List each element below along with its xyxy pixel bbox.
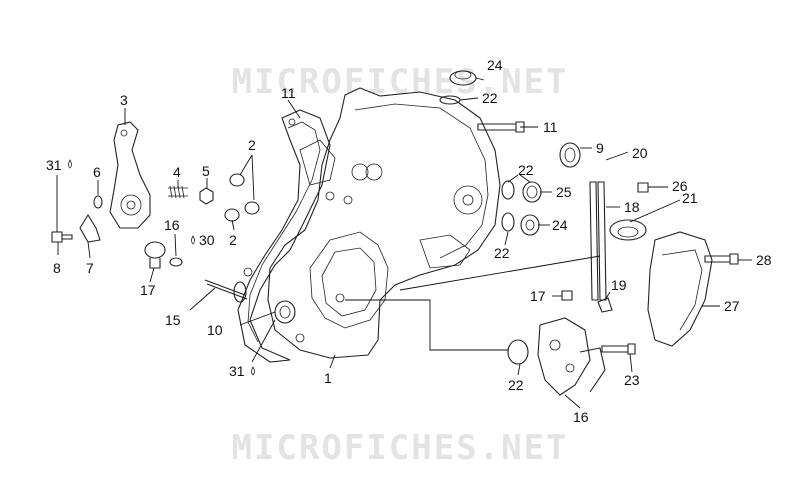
clip-19 — [597, 297, 613, 313]
drop-icon-31 — [68, 159, 72, 169]
callout-31: 31 — [46, 157, 62, 173]
drop-icon-30 — [251, 366, 255, 376]
callout-29: 30 — [199, 232, 215, 248]
watermark-top: MICROFICHES.NET — [231, 62, 569, 102]
callout-11: 11 — [281, 85, 296, 101]
oil-pump — [537, 317, 606, 396]
callout-1: 1 — [324, 370, 332, 386]
watermark-bottom: MICROFICHES.NET — [231, 428, 569, 468]
oring-upper — [501, 180, 515, 200]
bolt-23 — [601, 343, 636, 355]
callout-30: 31 — [229, 363, 245, 379]
callout-24-top: 24 — [487, 57, 503, 73]
callout-4: 4 — [173, 164, 181, 180]
callout-9: 9 — [596, 140, 604, 156]
callout-22-bottom: 22 — [508, 377, 524, 393]
callout-14: 16 — [164, 217, 180, 233]
callout-18: 18 — [624, 199, 640, 215]
callout-26: 26 — [672, 178, 688, 194]
callout-20: 20 — [632, 145, 648, 161]
dipstick — [589, 181, 607, 301]
callout-6: 6 — [93, 164, 101, 180]
gasket — [237, 109, 331, 363]
plug — [144, 241, 166, 269]
filler-cap — [449, 70, 477, 86]
callout-22-low: 22 — [494, 245, 510, 261]
seal-21 — [609, 219, 647, 241]
shaft-gear — [204, 279, 248, 303]
callout-23: 23 — [624, 372, 640, 388]
oring — [169, 257, 183, 267]
seal — [274, 300, 296, 324]
callout-12: 11 — [543, 119, 558, 135]
callout-5: 5 — [202, 163, 210, 179]
clutch-cover — [267, 87, 501, 359]
pin-17 — [561, 290, 573, 301]
drop-icon-29 — [191, 235, 195, 245]
callout-16: 16 — [573, 409, 589, 425]
callout-19: 19 — [611, 277, 627, 293]
callout-2a: 2 — [248, 137, 256, 153]
callout-10: 10 — [207, 322, 223, 338]
callout-27: 27 — [724, 298, 740, 314]
dowels — [224, 173, 260, 222]
callout-2b: 2 — [229, 232, 237, 248]
bolt-12 — [477, 121, 525, 133]
callout-22-mid: 22 — [518, 162, 534, 178]
cover-27 — [647, 231, 713, 347]
plug-24 — [520, 214, 540, 236]
bolt-28 — [704, 253, 739, 265]
oring-lower — [501, 212, 515, 232]
oring-bottom — [507, 339, 529, 365]
callout-21: 21 — [682, 190, 698, 206]
callout-3: 3 — [120, 92, 128, 108]
callout-22-top: 22 — [482, 90, 498, 106]
clip — [79, 213, 101, 243]
callout-17: 17 — [530, 288, 546, 304]
release-lever — [109, 121, 151, 229]
bolt — [51, 231, 73, 243]
callout-15: 17 — [140, 282, 156, 298]
callout-28: 28 — [756, 252, 772, 268]
callout-13: 15 — [165, 312, 181, 328]
gasket-top — [439, 95, 461, 105]
clip-26 — [637, 182, 649, 193]
callout-25: 25 — [556, 184, 572, 200]
leader-lines — [56, 77, 752, 409]
plug-25 — [522, 181, 542, 203]
washer — [93, 195, 103, 209]
callout-7: 7 — [86, 260, 94, 276]
cap-9 — [559, 142, 581, 168]
nut — [199, 187, 214, 205]
callout-labels: 11 2 2 3 4 5 6 31 7 8 16 30 17 15 10 31 … — [46, 57, 772, 425]
callout-24-mid: 24 — [552, 217, 568, 233]
callout-8: 8 — [53, 260, 61, 276]
